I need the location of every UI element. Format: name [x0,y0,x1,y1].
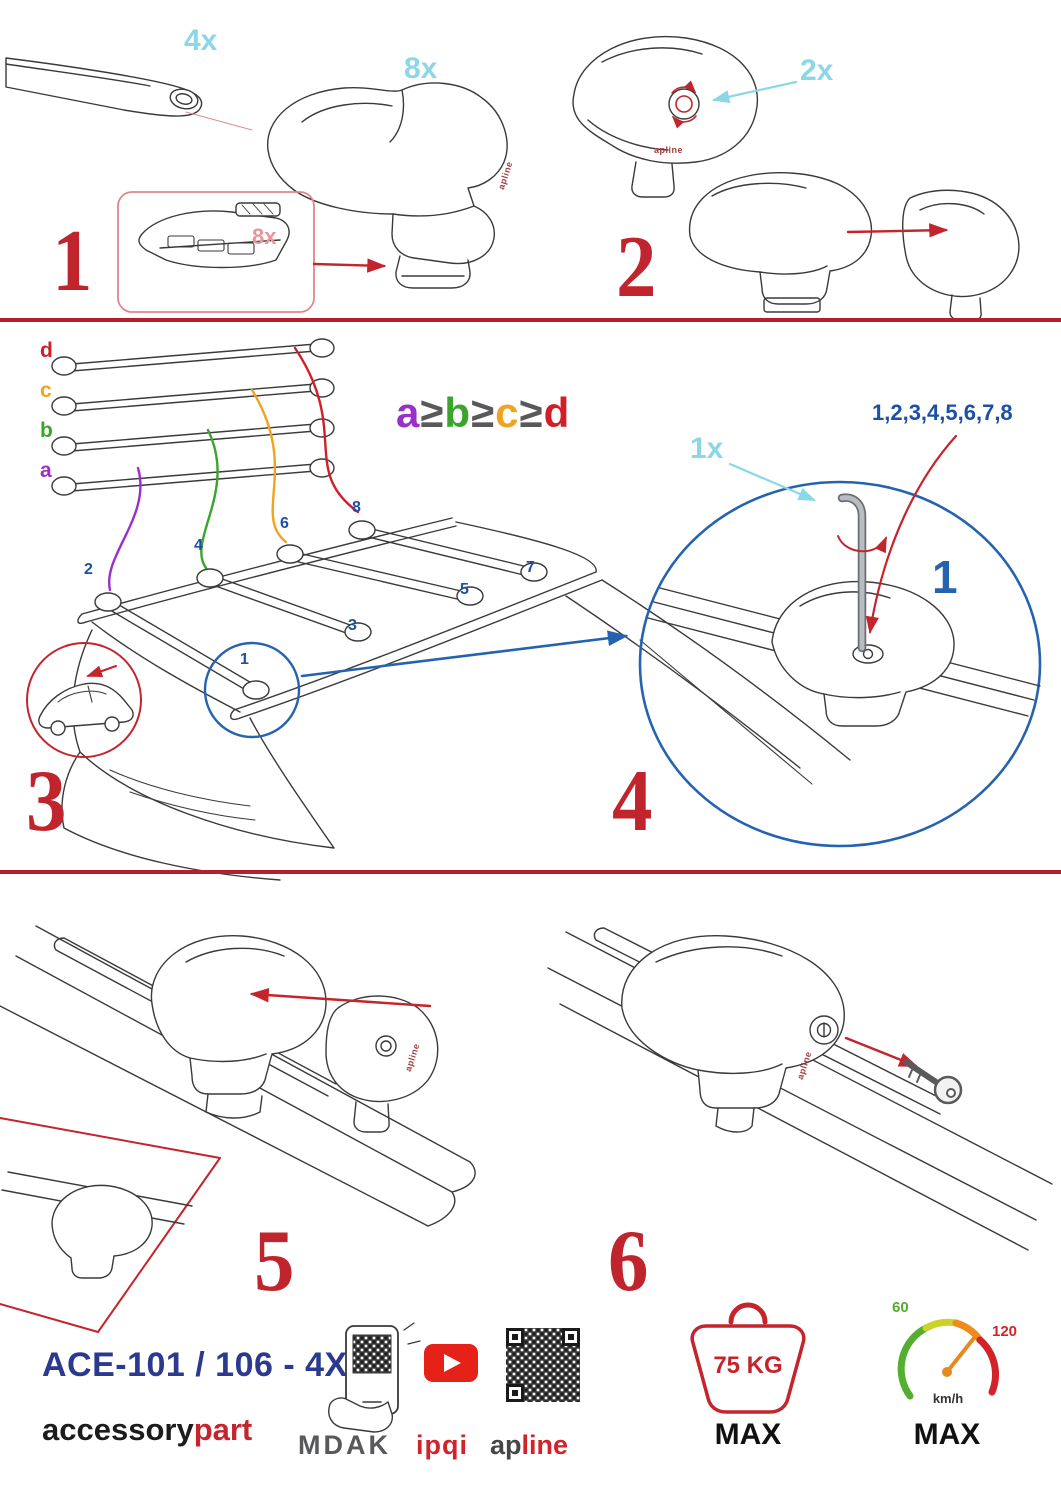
brand-wordmark-red: part [193,1412,253,1447]
size-rule-ge1: ≥ [420,389,445,436]
bar-label-b: b [40,419,53,442]
crossbar-drawing [5,57,253,131]
logo-apline-line: line [521,1430,569,1460]
size-rule-ge2: ≥ [471,389,496,436]
clamp-drawing-step1 [267,82,508,289]
step-number-3: 3 [26,753,67,850]
max-weight-icon [690,1302,806,1414]
logo-ipqi: ipqi [416,1430,468,1460]
car-inset-drawing [26,642,142,758]
qty-label-caps: 2x [800,54,834,87]
bar-label-c: c [40,379,52,402]
roof-position-5: 5 [460,581,469,598]
size-rule-d: d [543,389,571,436]
qty-label-pads: 8x [252,224,277,249]
bar-set-drawing [51,338,360,592]
speed-high-label: 120 [992,1323,1018,1340]
qr-phone-icon [328,1322,421,1433]
size-rule-ge3: ≥ [519,389,544,436]
product-code: ACE-101 / 106 - 4X [42,1346,348,1384]
logo-apline-ap: ap [490,1430,522,1460]
section-divider-1 [0,318,1061,322]
roof-position-7: 7 [526,559,535,576]
sequence-callout-1: 1 [932,551,958,603]
torque-detail-drawing [638,434,1042,848]
roof-position-8: 8 [352,499,361,516]
endcap-lock-drawing [572,35,798,198]
brand-wordmark: accessorypart [42,1414,252,1445]
clamp-logo-text: apline [654,145,684,155]
cover-install-drawing [0,925,476,1333]
size-rule: a≥b≥c≥d [396,392,570,434]
section-divider-2 [0,870,1061,874]
step-number-4: 4 [612,753,653,850]
max-weight-label: MAX [714,1418,782,1451]
bar-label-a: a [40,459,52,482]
speedometer-icon [897,1318,999,1400]
step-number-5: 5 [254,1213,295,1310]
max-weight-value: 75 KG [713,1352,783,1379]
qty-label-tool: 1x [690,432,724,465]
roof-position-6: 6 [280,515,289,532]
roof-position-2: 2 [84,561,93,578]
step-number-1: 1 [52,213,93,310]
size-rule-c: c [495,389,520,436]
car-roof-drawing [61,517,851,881]
pad-box-drawing [117,191,387,313]
roof-position-3: 3 [348,617,357,634]
step-number-6: 6 [608,1213,649,1310]
speed-unit-label: km/h [932,1391,964,1406]
max-speed-label: MAX [913,1418,981,1451]
lock-key-drawing [547,927,1053,1251]
step-number-2: 2 [616,219,657,316]
bar-label-d: d [40,339,53,362]
size-rule-a: a [396,389,421,436]
qty-label-clamps: 8x [404,52,438,85]
roof-position-1: 1 [240,651,249,668]
logo-apline: apline [490,1432,568,1459]
youtube-icon [424,1344,478,1382]
logo-mdak: MDAK [298,1430,391,1460]
clamp-endcap-drawing [688,172,1020,321]
tighten-sequence: 1,2,3,4,5,6,7,8 [872,400,1013,425]
qty-label-bars: 4x [184,24,218,57]
roof-position-4: 4 [194,537,203,554]
speed-low-label: 60 [892,1299,909,1316]
size-rule-b: b [444,389,472,436]
brand-wordmark-black: accessory [42,1412,194,1447]
qr-code [506,1328,580,1402]
